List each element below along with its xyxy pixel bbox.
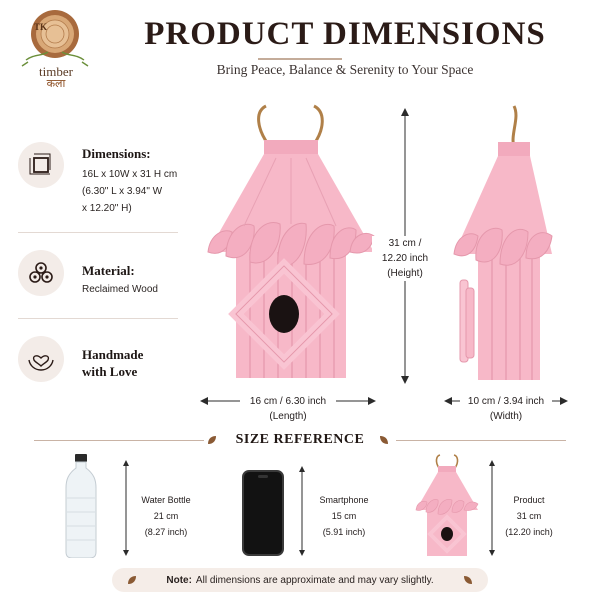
width-line-2: (Width) xyxy=(489,411,523,422)
note-banner: Note: All dimensions are approximate and… xyxy=(112,568,488,592)
product-name: Product xyxy=(513,495,545,505)
size-ref-divider-left xyxy=(34,440,204,441)
title-divider xyxy=(258,58,342,60)
birdhouse-front-image xyxy=(207,104,375,378)
width-measure: 10 cm / 3.94 inch (Width) xyxy=(460,394,552,424)
craft-icon-circle xyxy=(18,336,64,382)
length-line-2: (Length) xyxy=(269,411,307,422)
info-divider xyxy=(18,318,178,319)
phone-height-arrow xyxy=(299,466,305,556)
height-line-3: (Height) xyxy=(387,268,423,279)
craft-block: Handmade with Love xyxy=(82,346,202,380)
brand-wordmark: timber कला xyxy=(16,64,96,90)
dimensions-label: Dimensions: xyxy=(82,146,151,161)
size-ref-divider-right xyxy=(396,440,566,441)
leaf-ornament-icon xyxy=(380,436,388,444)
phone-name: Smartphone xyxy=(319,495,369,505)
dimensions-block: Dimensions: 16L x 10W x 31 H cm (6.30" L… xyxy=(82,145,202,217)
brand-line-1: timber xyxy=(39,64,73,79)
heart-hands-icon xyxy=(28,355,54,371)
dimensions-line-2: (6.30" L x 3.94" W xyxy=(82,186,163,197)
height-measure: 31 cm / 12.20 inch (Height) xyxy=(372,236,438,281)
bottle-name: Water Bottle xyxy=(141,495,191,505)
craft-line-2: with Love xyxy=(82,364,138,379)
dimensions-line-1: 16L x 10W x 31 H cm xyxy=(82,169,178,180)
page-title: PRODUCT DIMENSIONS xyxy=(144,16,546,52)
leaf-ornament-icon xyxy=(208,436,216,444)
page-subtitle: Bring Peace, Balance & Serenity to Your … xyxy=(216,62,474,77)
material-label: Material: xyxy=(82,263,135,278)
smartphone-image xyxy=(242,470,284,556)
product-cm: 31 cm xyxy=(516,511,542,521)
product-small-image xyxy=(415,454,479,556)
brand-line-2: कला xyxy=(46,78,66,90)
phone-reference: Smartphone 15 cm (5.91 inch) xyxy=(312,492,376,540)
dimensions-icon-circle xyxy=(18,142,64,188)
bottle-inch: (8.27 inch) xyxy=(144,527,188,537)
length-line-1: 16 cm / 6.30 inch xyxy=(249,396,327,407)
birdhouse-side-image xyxy=(453,105,553,380)
bottle-cm: 21 cm xyxy=(153,511,179,521)
product-height-arrow xyxy=(489,460,495,556)
phone-cm: 15 cm xyxy=(331,511,357,521)
dimensions-line-3: x 12.20" H) xyxy=(82,203,132,214)
material-value: Reclaimed Wood xyxy=(82,284,158,295)
note-text: All dimensions are approximate and may v… xyxy=(195,574,434,586)
info-divider xyxy=(18,232,178,233)
brand-mark: TK xyxy=(34,22,48,32)
material-block: Material: Reclaimed Wood xyxy=(82,262,202,298)
craft-line-1: Handmade xyxy=(82,347,144,362)
material-icon-circle xyxy=(18,250,64,296)
water-bottle-image xyxy=(65,454,97,558)
width-line-1: 10 cm / 3.94 inch xyxy=(467,396,545,407)
phone-notch xyxy=(258,475,268,478)
product-reference: Product 31 cm (12.20 inch) xyxy=(498,492,560,540)
bottle-height-arrow xyxy=(123,460,129,556)
note-label: Note: xyxy=(166,574,192,586)
height-line-2: 12.20 inch xyxy=(381,253,429,264)
ruler-frame-icon xyxy=(29,153,51,175)
bottle-reference: Water Bottle 21 cm (8.27 inch) xyxy=(134,492,198,540)
product-inch: (12.20 inch) xyxy=(505,527,553,537)
phone-inch: (5.91 inch) xyxy=(322,527,366,537)
leaf-ornament-icon xyxy=(128,576,136,584)
size-reference-title: SIZE REFERENCE xyxy=(235,432,365,447)
length-measure: 16 cm / 6.30 inch (Length) xyxy=(240,394,336,424)
leaf-ornament-icon xyxy=(464,576,472,584)
brand-logo xyxy=(21,10,89,67)
height-line-1: 31 cm / xyxy=(388,238,422,249)
wood-logs-icon xyxy=(29,262,53,283)
